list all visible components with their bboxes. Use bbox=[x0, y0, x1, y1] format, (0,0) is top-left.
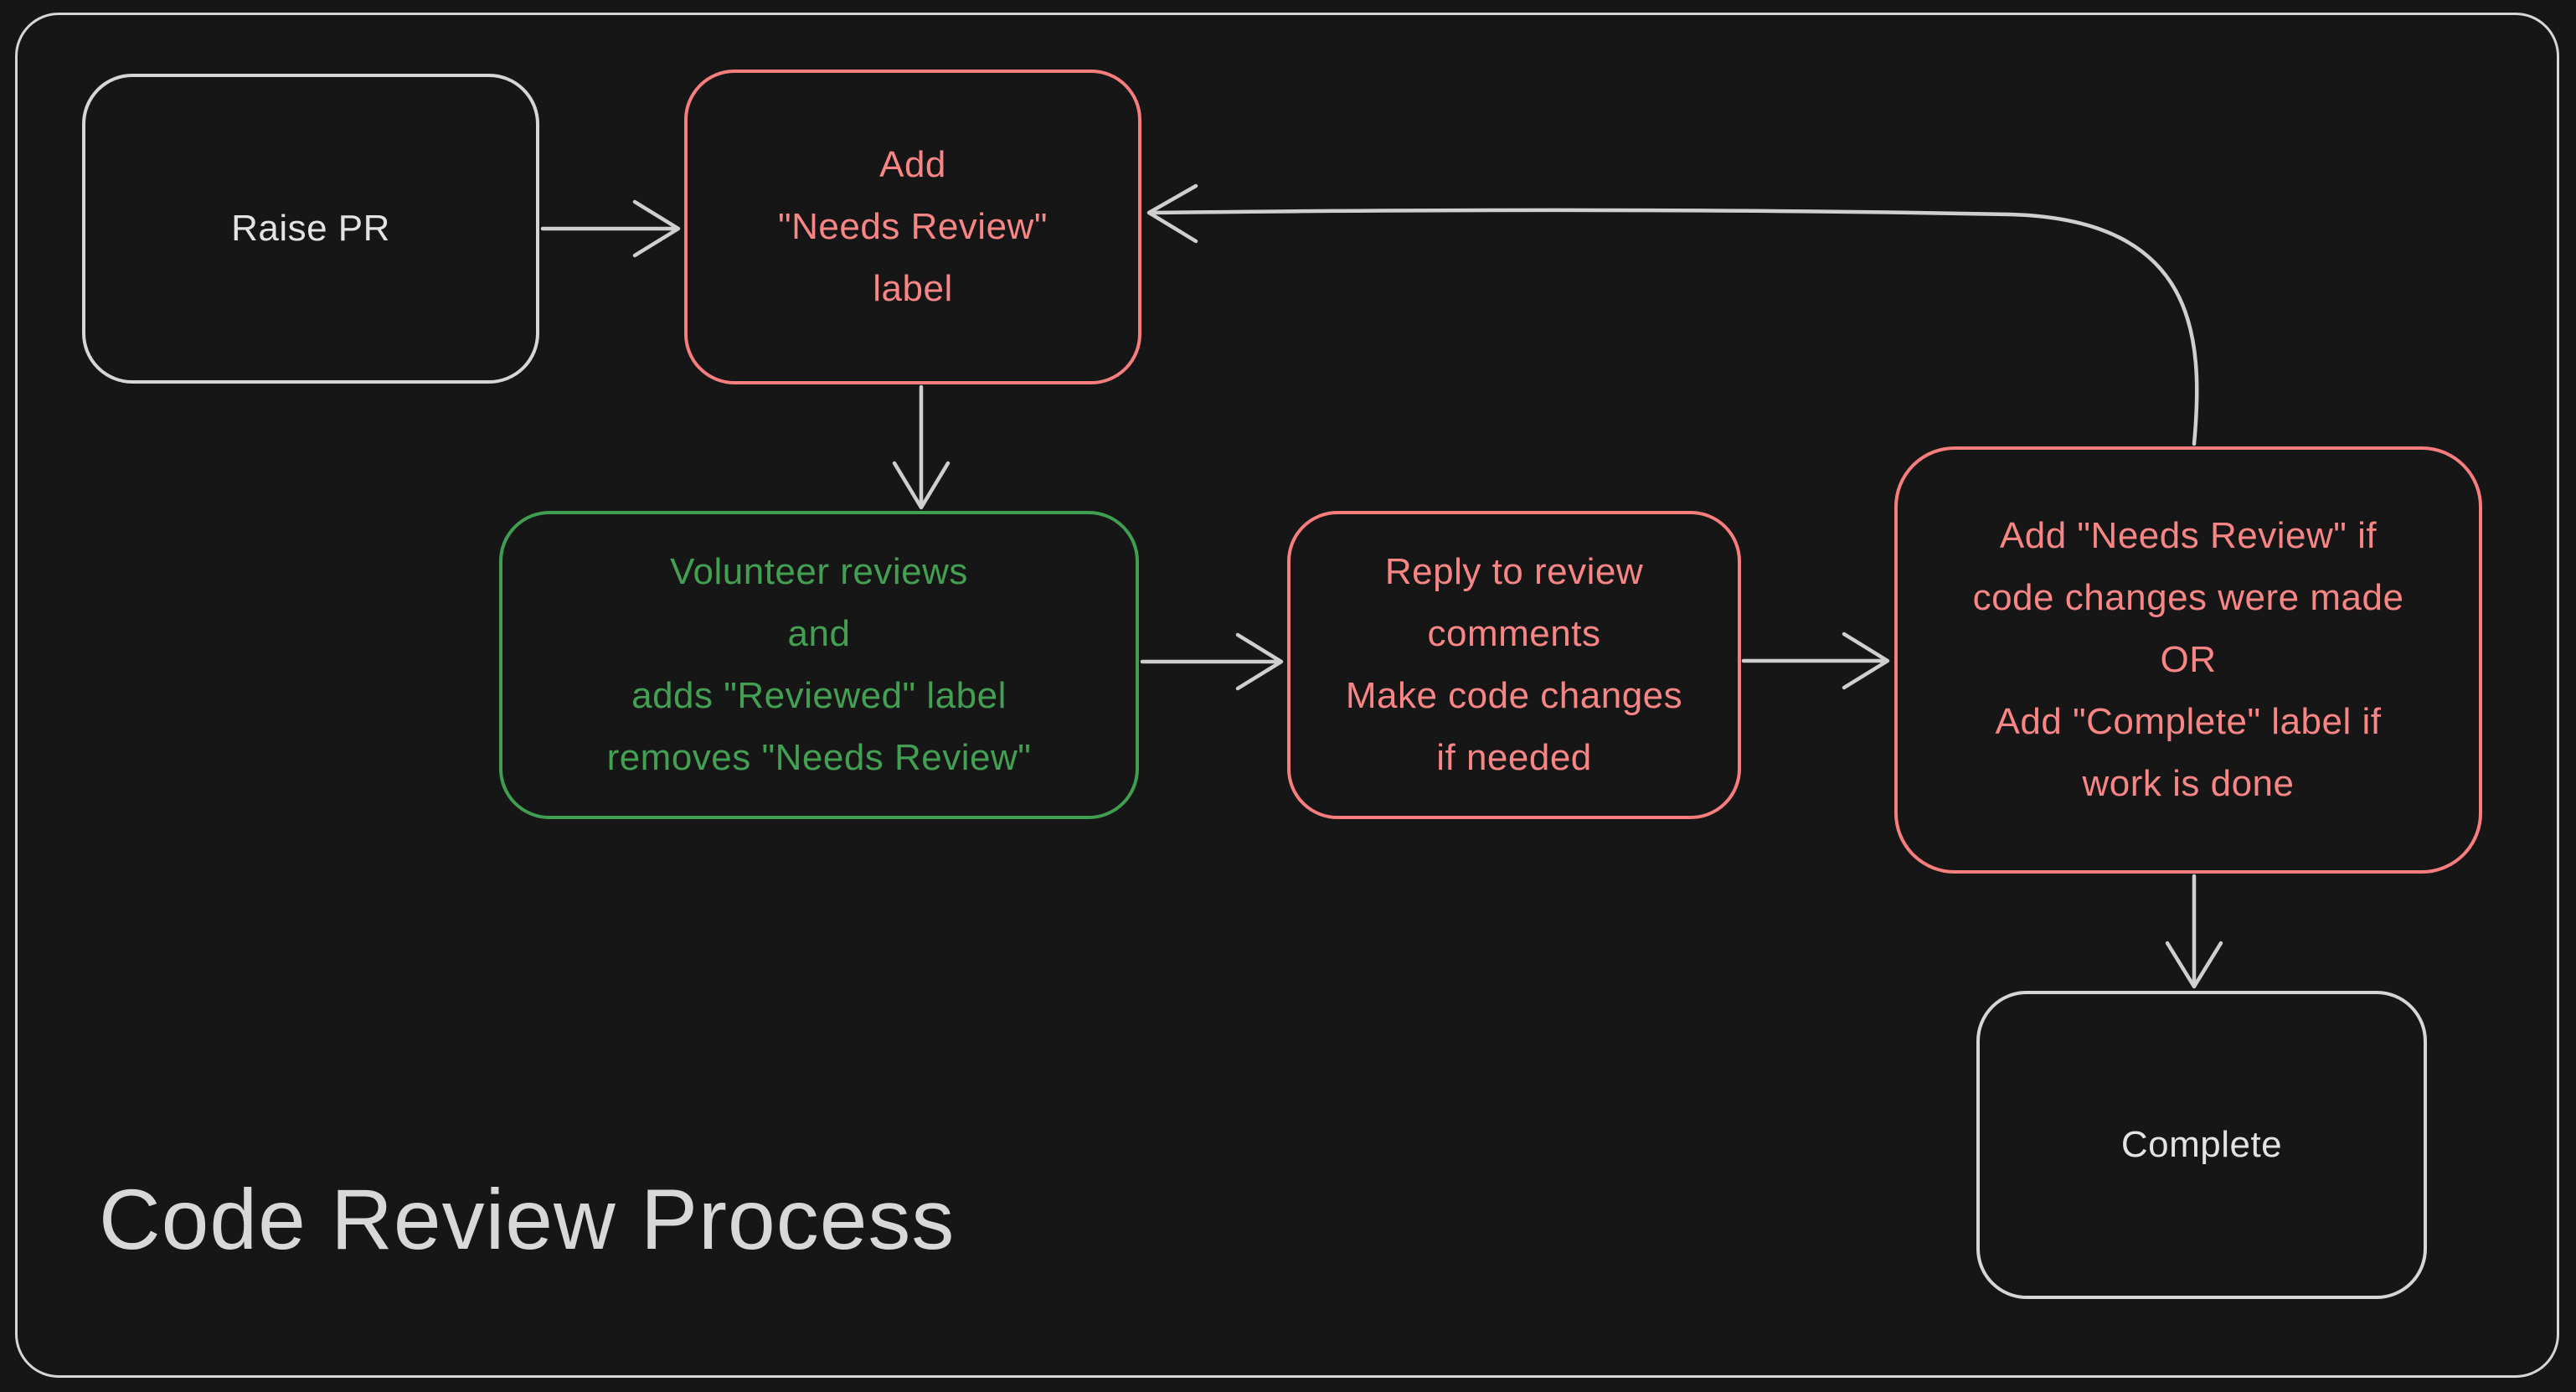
node-reply-to-comments-text: Reply to review comments Make code chang… bbox=[1346, 541, 1682, 789]
node-line: adds "Reviewed" label bbox=[631, 675, 1007, 716]
node-line: Raise PR bbox=[231, 208, 390, 250]
node-line: if needed bbox=[1436, 736, 1592, 778]
node-volunteer-reviews: Volunteer reviews and adds "Reviewed" la… bbox=[499, 511, 1139, 819]
node-line: Complete bbox=[2120, 1124, 2283, 1166]
node-line: Reply to review bbox=[1384, 551, 1644, 593]
node-line: Make code changes bbox=[1345, 675, 1683, 716]
diagram-title: Code Review Process bbox=[99, 1172, 956, 1267]
node-line: label bbox=[873, 267, 953, 309]
node-line: comments bbox=[1427, 613, 1601, 655]
diagram-outer-frame bbox=[15, 13, 2559, 1378]
node-raise-pr-text: Raise PR bbox=[231, 198, 390, 260]
node-add-label-decision: Add "Needs Review" if code changes were … bbox=[1894, 446, 2482, 874]
node-line: and bbox=[787, 613, 851, 655]
node-complete: Complete bbox=[1976, 991, 2427, 1299]
node-line: Add bbox=[879, 144, 946, 186]
node-raise-pr: Raise PR bbox=[82, 74, 539, 384]
node-line: code changes were made bbox=[1972, 577, 2404, 619]
node-line: removes "Needs Review" bbox=[606, 736, 1032, 778]
node-line: OR bbox=[2160, 639, 2217, 681]
node-line: Add "Needs Review" if bbox=[1999, 515, 2378, 557]
node-volunteer-reviews-text: Volunteer reviews and adds "Reviewed" la… bbox=[607, 541, 1032, 789]
node-add-needs-review-label: Add "Needs Review" label bbox=[684, 70, 1141, 384]
node-reply-to-comments: Reply to review comments Make code chang… bbox=[1287, 511, 1741, 819]
node-complete-text: Complete bbox=[2121, 1114, 2282, 1176]
node-line: work is done bbox=[2082, 762, 2295, 804]
node-line: "Needs Review" bbox=[778, 206, 1048, 248]
node-line: Add "Complete" label if bbox=[1995, 700, 2382, 742]
node-line: Volunteer reviews bbox=[670, 551, 968, 593]
node-add-needs-review-label-text: Add "Needs Review" label bbox=[778, 134, 1048, 320]
node-add-label-decision-text: Add "Needs Review" if code changes were … bbox=[1973, 505, 2404, 815]
